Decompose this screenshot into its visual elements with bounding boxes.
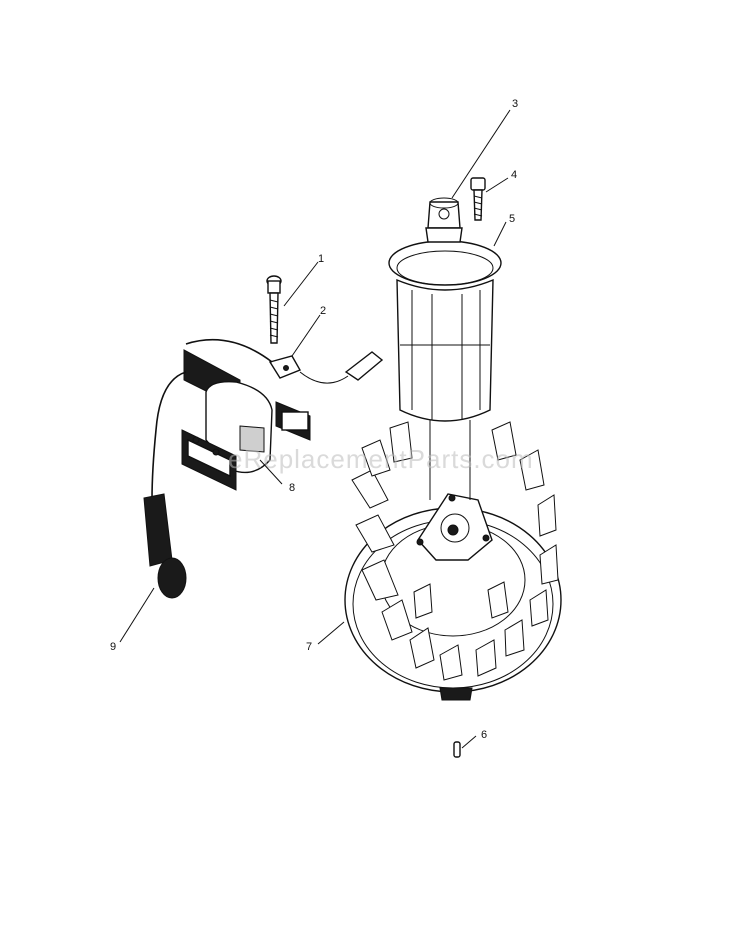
callout-1: 1 [318,253,324,265]
callout-4: 4 [511,169,517,181]
rotating-screen [388,240,502,500]
spark-plug-lead [143,371,187,599]
callout-8: 8 [289,482,295,494]
flywheel-key [453,741,461,758]
flywheel-nut [425,197,463,243]
screw [470,177,486,221]
ignition-armature [181,349,311,491]
mounting-bolt [266,275,282,344]
ground-wire [185,338,384,384]
callout-6: 6 [481,729,487,741]
flywheel [344,421,562,701]
leader-lines [119,109,511,749]
callout-7: 7 [306,641,312,653]
callout-9: 9 [110,641,116,653]
callout-2: 2 [320,305,326,317]
callout-5: 5 [509,213,515,225]
watermark-text: eReplacementParts.com [228,444,534,474]
callout-3: 3 [512,98,518,110]
